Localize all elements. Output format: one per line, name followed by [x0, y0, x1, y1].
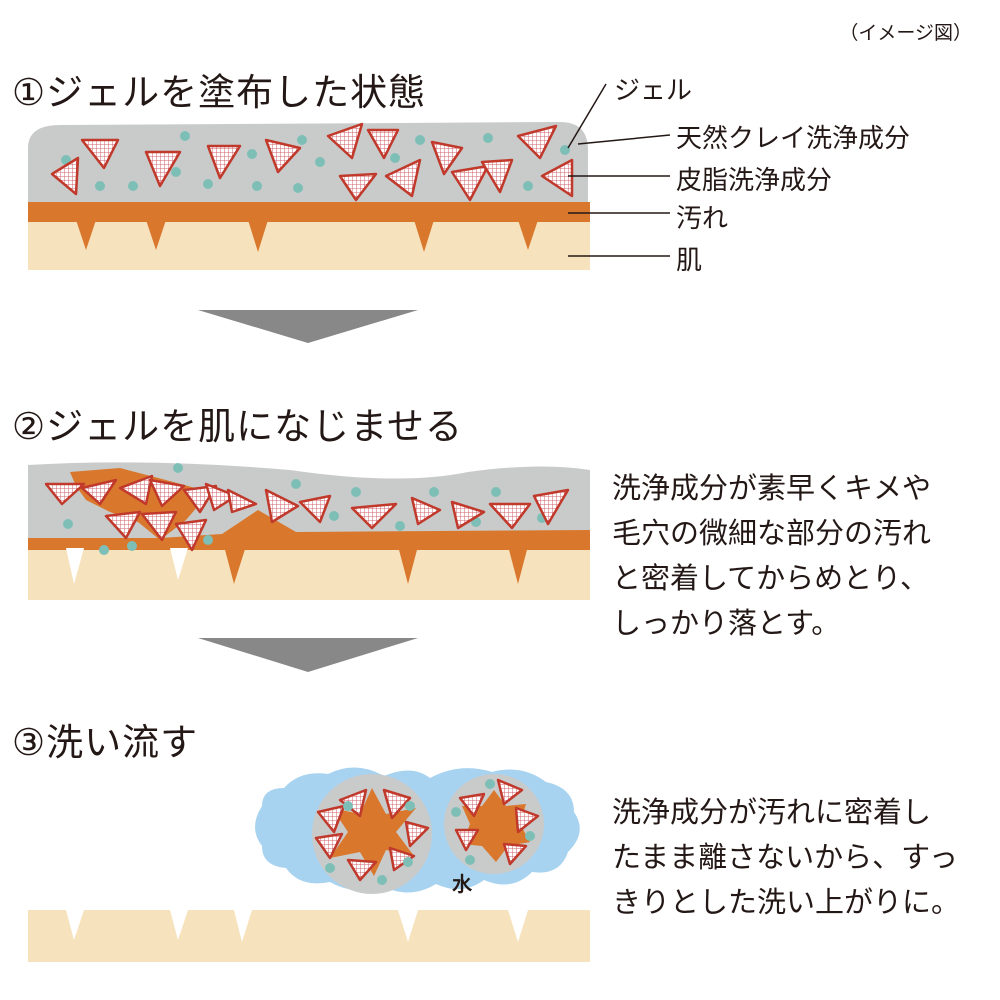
description-line: 洗浄成分が素早くキメや: [612, 471, 932, 505]
sebum-triangles-1: [50, 122, 574, 202]
description-line: きりとした洗い上がりに。: [612, 885, 961, 919]
description-line: たまま離さないから、すっ: [612, 840, 958, 874]
step-title-1: ①ジェルを塗布した状態: [12, 71, 427, 114]
leader-lines: [567, 83, 671, 257]
description-line: と密着してからめとり、: [612, 561, 929, 595]
step-title-2: ②ジェルを肌になじませる: [12, 405, 464, 448]
label-skin: 肌: [676, 246, 703, 276]
sebum-triangles-2: [44, 474, 570, 552]
pores-1: [76, 220, 538, 252]
description-step-3: 洗浄成分が汚れに密着し たまま離さないから、すっ きりとした洗い上がりに。: [612, 790, 960, 925]
diagram-gel-spread: [28, 462, 590, 600]
dirt-layer-2: [28, 510, 590, 550]
description-line: 洗浄成分が汚れに密着し: [612, 795, 932, 829]
skin-layer-1: [28, 220, 590, 270]
clay-dots-1: [61, 131, 570, 193]
down-arrow-2: [198, 638, 418, 672]
description-step-2: 洗浄成分が素早くキメや 毛穴の微細な部分の汚れ と密着してからめとり、 しっかり…: [612, 466, 931, 646]
description-line: しっかり落とす。: [612, 606, 841, 640]
cleanser-cluster-right: [444, 774, 544, 874]
skin-layer-2: [28, 546, 590, 600]
pores-3: [66, 910, 528, 942]
skin-layer-3: [28, 910, 590, 962]
label-dirt: 汚れ: [676, 204, 729, 234]
diagram-gel-applied: [28, 122, 590, 270]
down-arrow-1: [198, 310, 418, 343]
gel-layer-1: [28, 122, 588, 206]
water-label: 水: [452, 872, 472, 896]
label-clay: 天然クレイ洗浄成分: [676, 124, 911, 154]
label-sebum: 皮脂洗浄成分: [676, 166, 833, 196]
diagram-rinse: [28, 767, 590, 962]
description-line: 毛穴の微細な部分の汚れ: [612, 516, 932, 550]
step-title-3: ③洗い流す: [12, 721, 199, 764]
image-note: （イメージ図）: [839, 22, 972, 44]
pores-2: [66, 546, 528, 584]
cleanser-cluster-left: [312, 774, 432, 894]
label-gel: ジェル: [614, 76, 693, 106]
dirt-layer-1: [28, 202, 590, 222]
